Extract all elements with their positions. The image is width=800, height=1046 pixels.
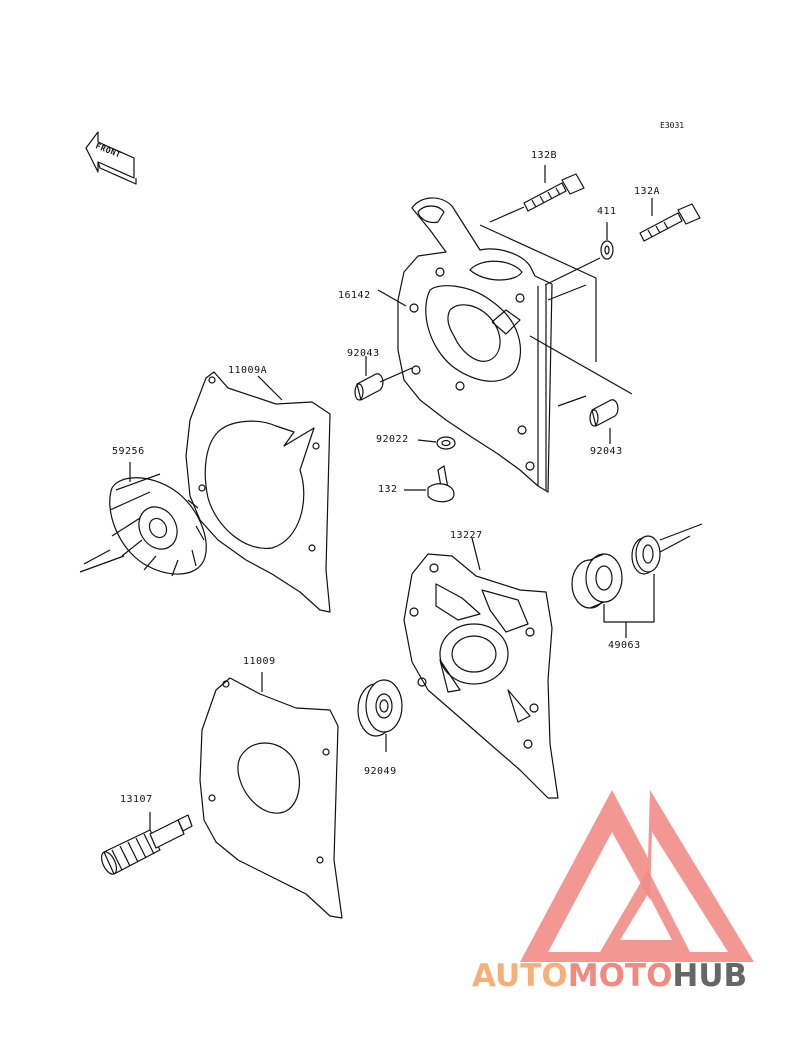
label-132: 132 [378,484,398,495]
washer-92022 [417,436,456,450]
oil-seal-49063-large [571,553,623,609]
label-11009a: 11009A [228,365,268,376]
label-132a: 132A [634,186,661,197]
label-49063: 49063 [608,640,641,651]
bolt-132a [639,198,701,242]
dowel-92043-left [354,356,413,401]
front-arrow-icon [85,131,137,185]
impeller-59256 [79,462,207,577]
watermark-hub: HUB [672,958,748,994]
gasket-11009 [199,672,343,919]
pump-housing-16142 [377,197,633,493]
label-13107: 13107 [120,794,153,805]
watermark-auto: AUTO [472,958,568,994]
watermark-text: AUTOMOTOHUB [472,958,800,1008]
oil-seal-49063-small [631,523,703,575]
label-411: 411 [597,206,617,217]
dowel-92043-right [589,399,619,444]
seal-92049 [357,679,403,752]
label-11009: 11009 [243,656,276,667]
shaft-13107 [100,812,193,875]
label-92049: 92049 [364,766,397,777]
label-13227: 13227 [450,530,483,541]
label-59256: 59256 [112,446,145,457]
bolt-132b [489,165,585,223]
label-92022: 92022 [376,434,409,445]
label-92043-right: 92043 [590,446,623,457]
leader-49063 [603,574,655,638]
watermark-moto: MOTO [567,958,673,994]
pump-cover-13227 [403,537,559,799]
label-92043-left: 92043 [347,348,380,359]
screw-132 [404,465,455,503]
gasket-11009a [185,371,331,613]
washer-411 [544,222,614,286]
diagram-code: E3031 [660,121,685,130]
automotohub-logo-icon [520,790,754,962]
label-132b: 132B [531,150,558,161]
label-16142: 16142 [338,290,371,301]
